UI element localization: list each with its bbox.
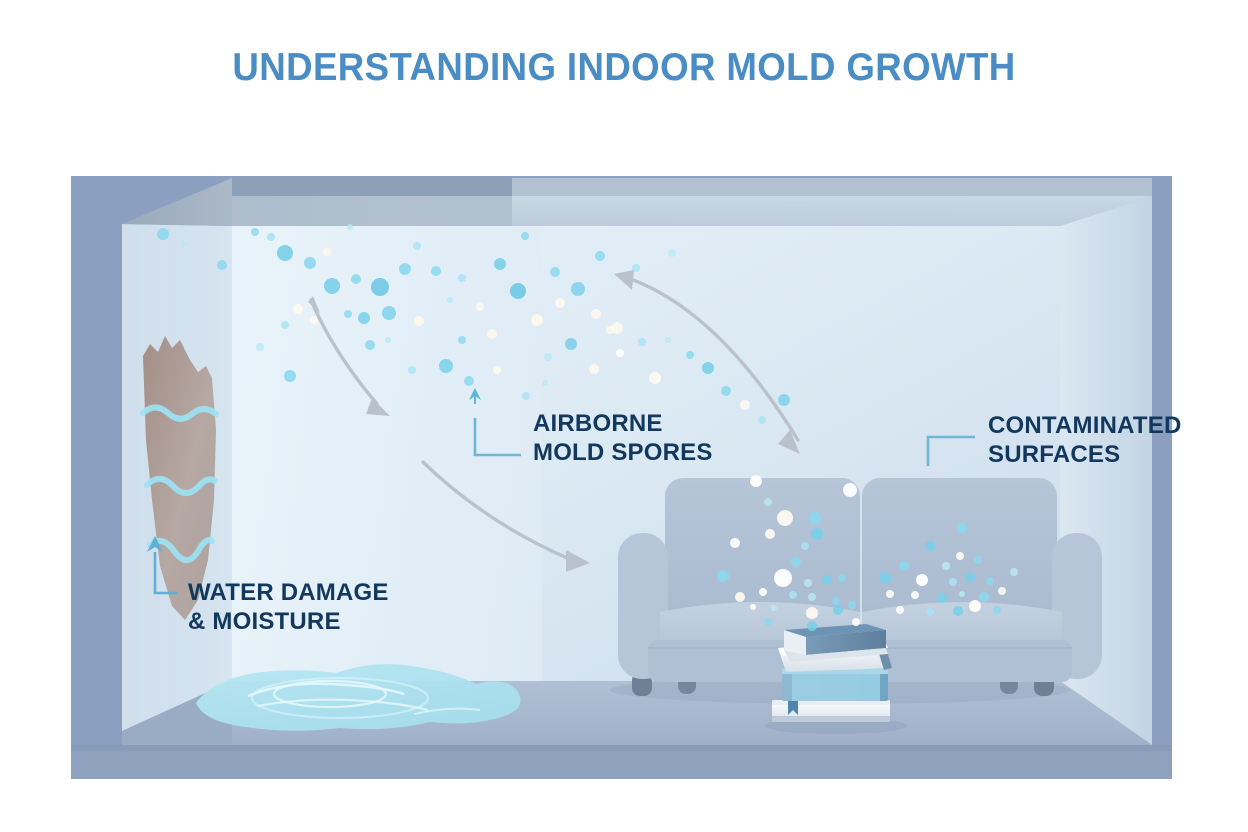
leader-line-water: [147, 536, 178, 595]
label-airborne-mold-spores: AIRBORNE MOLD SPORES: [533, 410, 713, 466]
page-title: UNDERSTANDING INDOOR MOLD GROWTH: [232, 46, 1016, 89]
airflow-arrows: [308, 270, 800, 572]
ceiling: [122, 178, 1152, 226]
floor-puddle: [196, 664, 521, 731]
floor: [71, 681, 1172, 779]
leader-line-contaminated: [926, 435, 975, 466]
book-stack: [764, 624, 908, 734]
label-water-damage-moisture: WATER DAMAGE & MOISTURE: [188, 579, 389, 635]
spore-cloud-sofa: [717, 475, 1018, 631]
leader-line-airborne: [469, 388, 521, 457]
label-contaminated-surfaces: CONTAMINATED SURFACES: [988, 412, 1182, 468]
spore-cloud-air: [157, 224, 790, 424]
